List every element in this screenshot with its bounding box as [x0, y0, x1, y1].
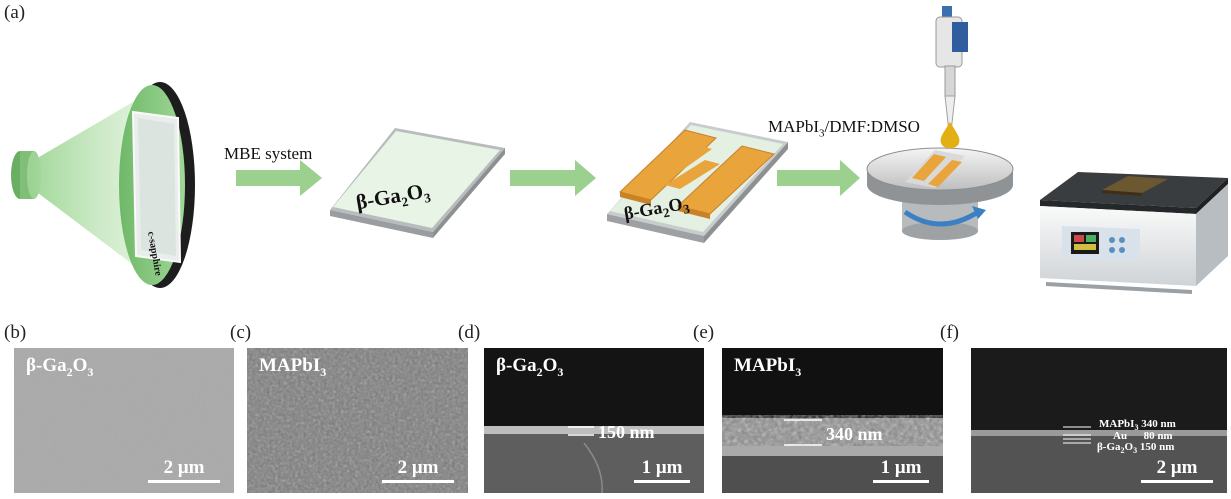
device-with-electrodes	[607, 122, 788, 243]
gold-electrode-left	[619, 129, 717, 201]
sem-d-thickness: 150 nm	[598, 422, 655, 442]
sem-image-d: β-Ga2O3 150 nm 1 μm	[484, 348, 704, 493]
spin-coater	[866, 147, 1014, 240]
substrate-holder	[119, 82, 195, 288]
sem-f-layer-ga2o3: β-Ga2O3 150 nm	[1097, 441, 1175, 456]
sem-e-label: MAPbI3	[734, 355, 802, 379]
process-arrow-2	[510, 160, 596, 196]
hot-plate	[1040, 172, 1228, 294]
sem-image-b: β-Ga2O3 2 μm	[14, 348, 234, 493]
solution-label: MAPbI3/DMF:DMSO	[768, 117, 920, 140]
solution-droplet	[940, 122, 960, 149]
panel-label-e: (e)	[693, 322, 715, 343]
sem-image-e: MAPbI3 340 nm 1 μm	[722, 348, 943, 493]
sem-b-scalebar: 2 μm	[148, 458, 220, 483]
sem-image-c: MAPbI3 2 μm	[247, 348, 468, 493]
ga2o3-film	[330, 128, 505, 238]
sem-c-label: MAPbI3	[259, 355, 327, 379]
sem-f-layer-au: Au 80 nm	[1113, 430, 1173, 442]
panel-label-c: (c)	[230, 322, 252, 343]
panel-label-b: (b)	[4, 322, 27, 343]
panel-label-a: (a)	[4, 2, 26, 23]
pipette	[935, 6, 968, 149]
sem-image-f: MAPbI3 340 nm Au 80 nm β-Ga2O3 150 nm 2 …	[971, 348, 1227, 493]
sem-d-scalebar: 1 μm	[634, 458, 690, 483]
sem-b-label: β-Ga2O3	[26, 355, 94, 379]
fabrication-schematic: c-sapphire	[11, 6, 1228, 294]
process-arrow-3	[777, 160, 860, 196]
panel-label-f: (f)	[940, 322, 959, 343]
sem-e-thickness: 340 nm	[826, 424, 883, 444]
mbe-system-label: MBE system	[224, 144, 313, 163]
panel-label-d: (d)	[458, 322, 481, 343]
sem-e-scalebar: 1 μm	[873, 458, 929, 483]
sem-c-scalebar: 2 μm	[382, 458, 454, 483]
process-arrow-1	[236, 160, 322, 196]
sem-f-scalebar: 2 μm	[1141, 458, 1213, 483]
sem-f-layer-mapbi3: MAPbI3 340 nm	[1099, 418, 1176, 433]
sem-d-label: β-Ga2O3	[496, 355, 564, 379]
